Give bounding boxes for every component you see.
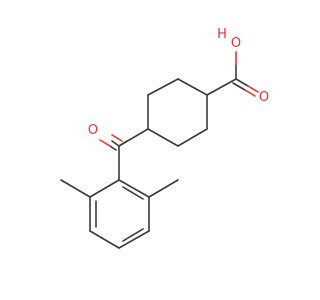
bond: [147, 78, 179, 96]
atom-label-carbonyl-oxygen-acid: O: [259, 90, 269, 105]
bond: [118, 230, 150, 249]
cyclohexane-ring: [147, 78, 208, 147]
ketone-group: O: [88, 123, 149, 181]
bond: [99, 139, 111, 147]
bond: [177, 78, 208, 96]
carboxylic-acid-group: O H O: [206, 27, 269, 105]
bond: [118, 140, 128, 147]
bond: [89, 230, 120, 249]
bond: [111, 134, 123, 142]
bond: [109, 145, 117, 151]
atom-label-ketone-oxygen: O: [88, 123, 98, 138]
bond: [60, 179, 91, 198]
bond: [247, 85, 259, 93]
methyl-groups: [60, 179, 179, 198]
bond: [118, 179, 150, 198]
bond: [232, 82, 246, 91]
bond: [147, 128, 179, 147]
bond: [244, 89, 256, 97]
atom-label-hydroxyl-hydrogen: H: [217, 27, 227, 42]
bond: [89, 179, 120, 198]
bond: [122, 228, 144, 242]
bond: [177, 128, 208, 147]
bond: [206, 78, 237, 96]
molecule-structure: O H O O: [60, 27, 269, 249]
bond: [235, 78, 249, 87]
atom-label-hydroxyl-oxygen: O: [231, 36, 241, 51]
dimethylphenyl-ring: [89, 179, 150, 249]
bond: [111, 140, 120, 147]
bond: [148, 179, 179, 198]
bond: [122, 186, 144, 200]
